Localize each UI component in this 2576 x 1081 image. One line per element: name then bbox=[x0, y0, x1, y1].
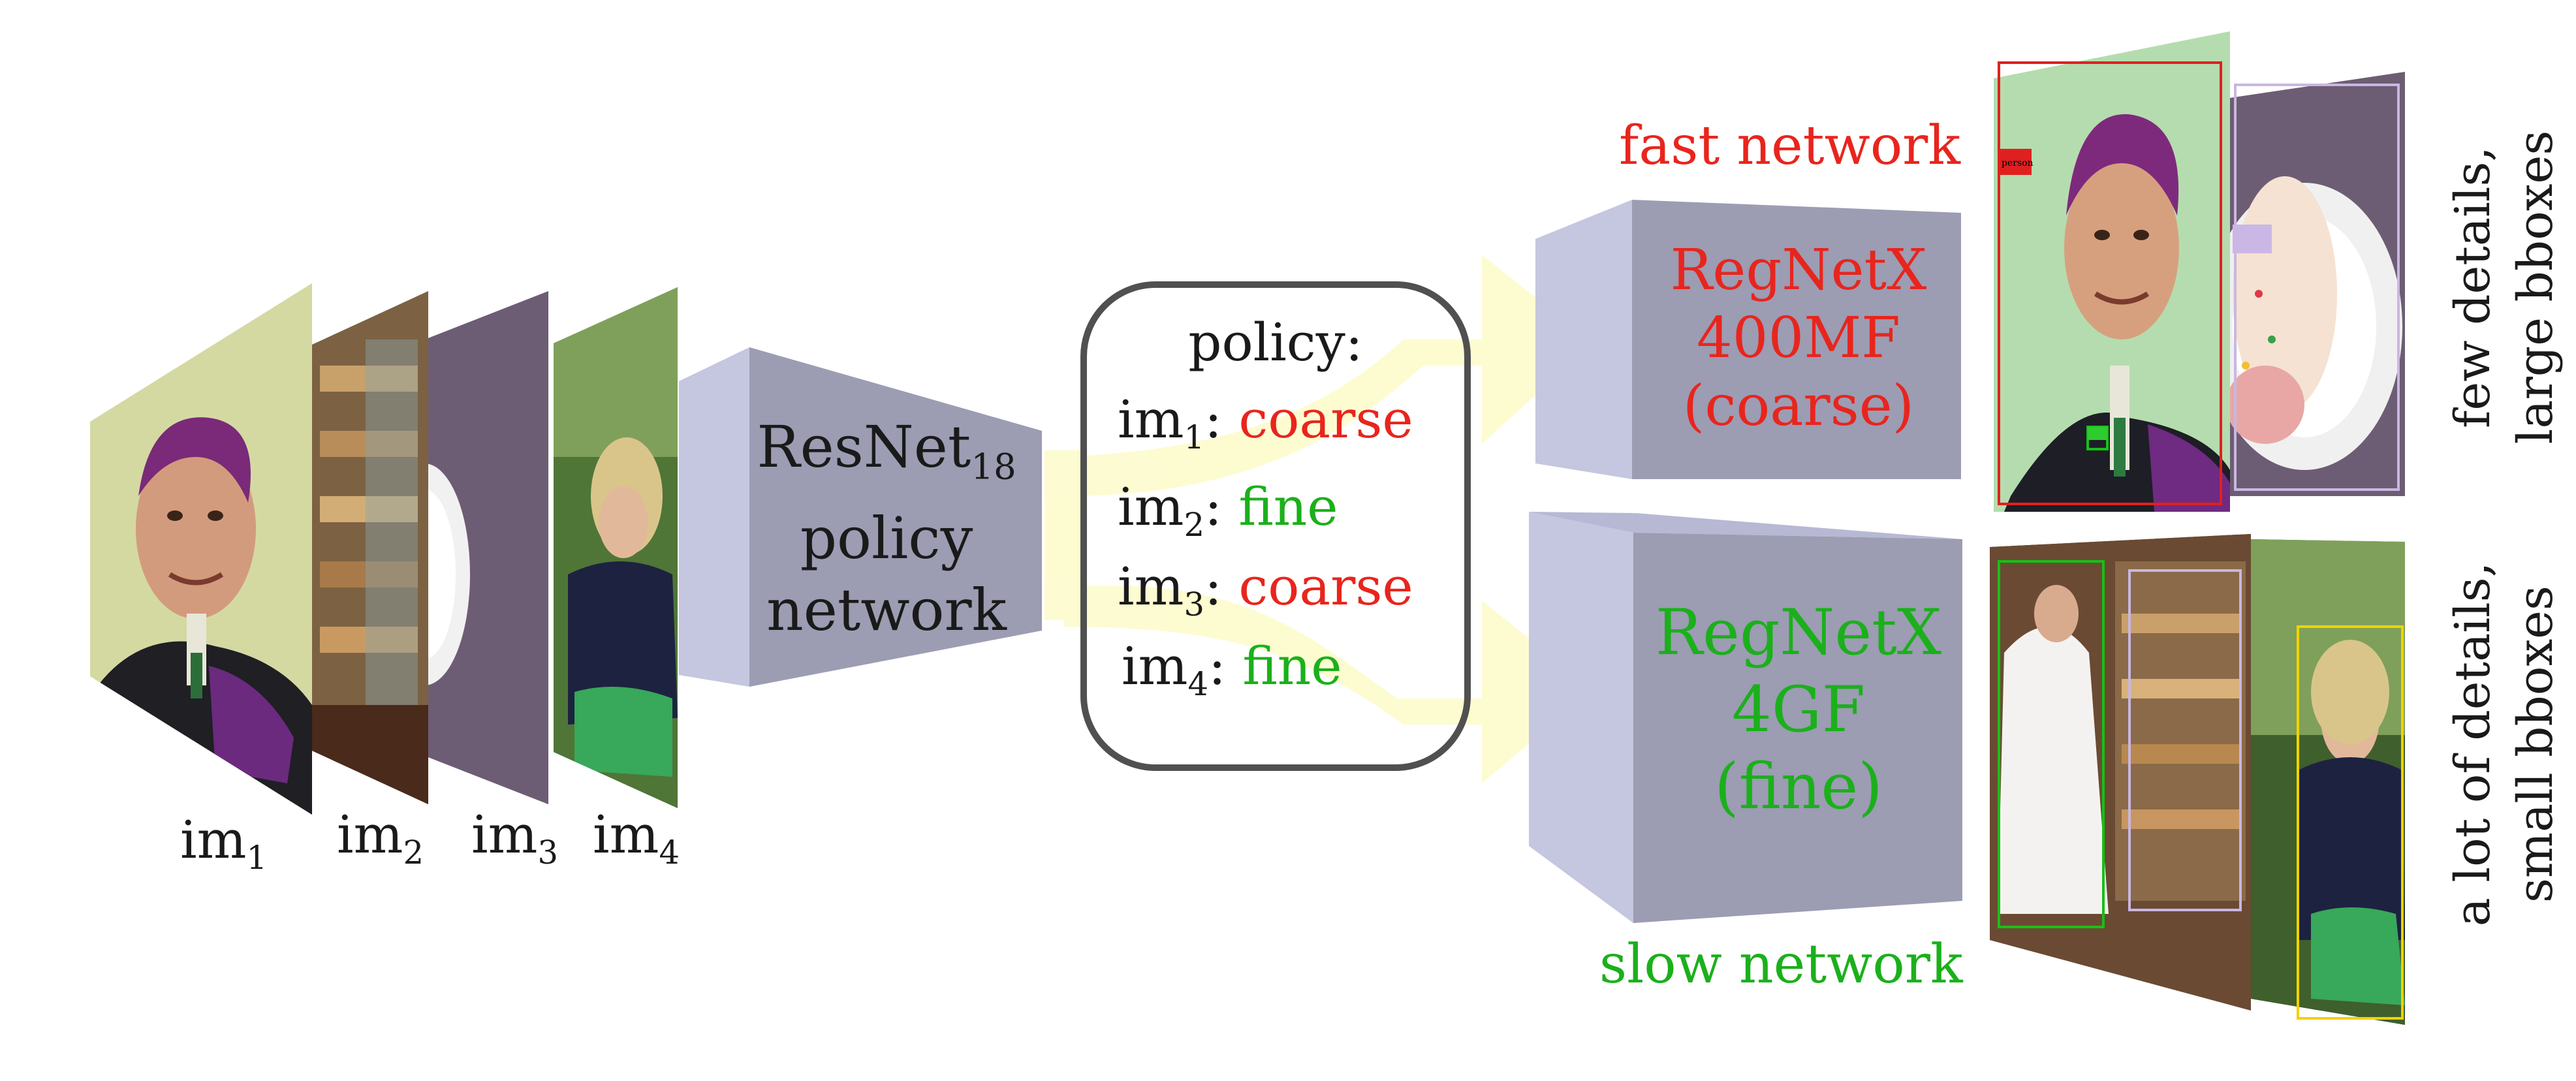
input-image-1 bbox=[90, 283, 312, 815]
slow-network-block bbox=[1529, 512, 1962, 923]
input-label-4: im4 bbox=[593, 804, 680, 871]
policy-row-3: im3: coarse bbox=[1118, 556, 1413, 623]
input-label-2: im2 bbox=[337, 804, 424, 871]
output-image-top-left: person bbox=[1994, 31, 2230, 512]
side-note-bottom: a lot of details, small bboxes bbox=[2445, 561, 2564, 927]
input-label-3: im3 bbox=[471, 804, 559, 871]
side-note-top: few details, large bboxes bbox=[2445, 130, 2564, 445]
policy-network-block bbox=[679, 347, 1042, 687]
decision-fine: fine bbox=[1242, 636, 1342, 697]
output-image-bottom-left bbox=[1990, 534, 2251, 1010]
policy-title: policy: bbox=[1188, 312, 1363, 373]
det-label-person-top bbox=[1999, 149, 2032, 175]
policy-box bbox=[1080, 281, 1471, 771]
input-image-4 bbox=[554, 287, 678, 808]
policy-row-2: im2: fine bbox=[1118, 477, 1338, 544]
fast-network-label: RegNetX 400MF (coarse) bbox=[1670, 238, 1927, 439]
decision-coarse: coarse bbox=[1238, 389, 1413, 450]
output-image-bottom-right bbox=[2251, 539, 2405, 1025]
input-label-1: im1 bbox=[180, 809, 268, 877]
fast-network-caption: fast network bbox=[1619, 115, 1961, 177]
fast-network-block bbox=[1535, 200, 1961, 479]
slow-network-label: RegNetX 4GF (fine) bbox=[1655, 596, 1942, 823]
policy-network-label: ResNet18 policy network bbox=[757, 413, 1016, 644]
policy-row-1: im1: coarse bbox=[1118, 389, 1413, 456]
decision-fine: fine bbox=[1238, 477, 1338, 537]
svg-text:person: person bbox=[2002, 158, 2034, 168]
slow-network-caption: slow network bbox=[1599, 933, 1963, 995]
policy-row-4: im4: fine bbox=[1122, 636, 1342, 703]
routing-arrows bbox=[1045, 255, 1593, 783]
output-image-top-right bbox=[2230, 72, 2405, 496]
input-image-2 bbox=[312, 291, 428, 804]
input-image-3 bbox=[428, 291, 548, 804]
decision-coarse: coarse bbox=[1238, 556, 1413, 617]
